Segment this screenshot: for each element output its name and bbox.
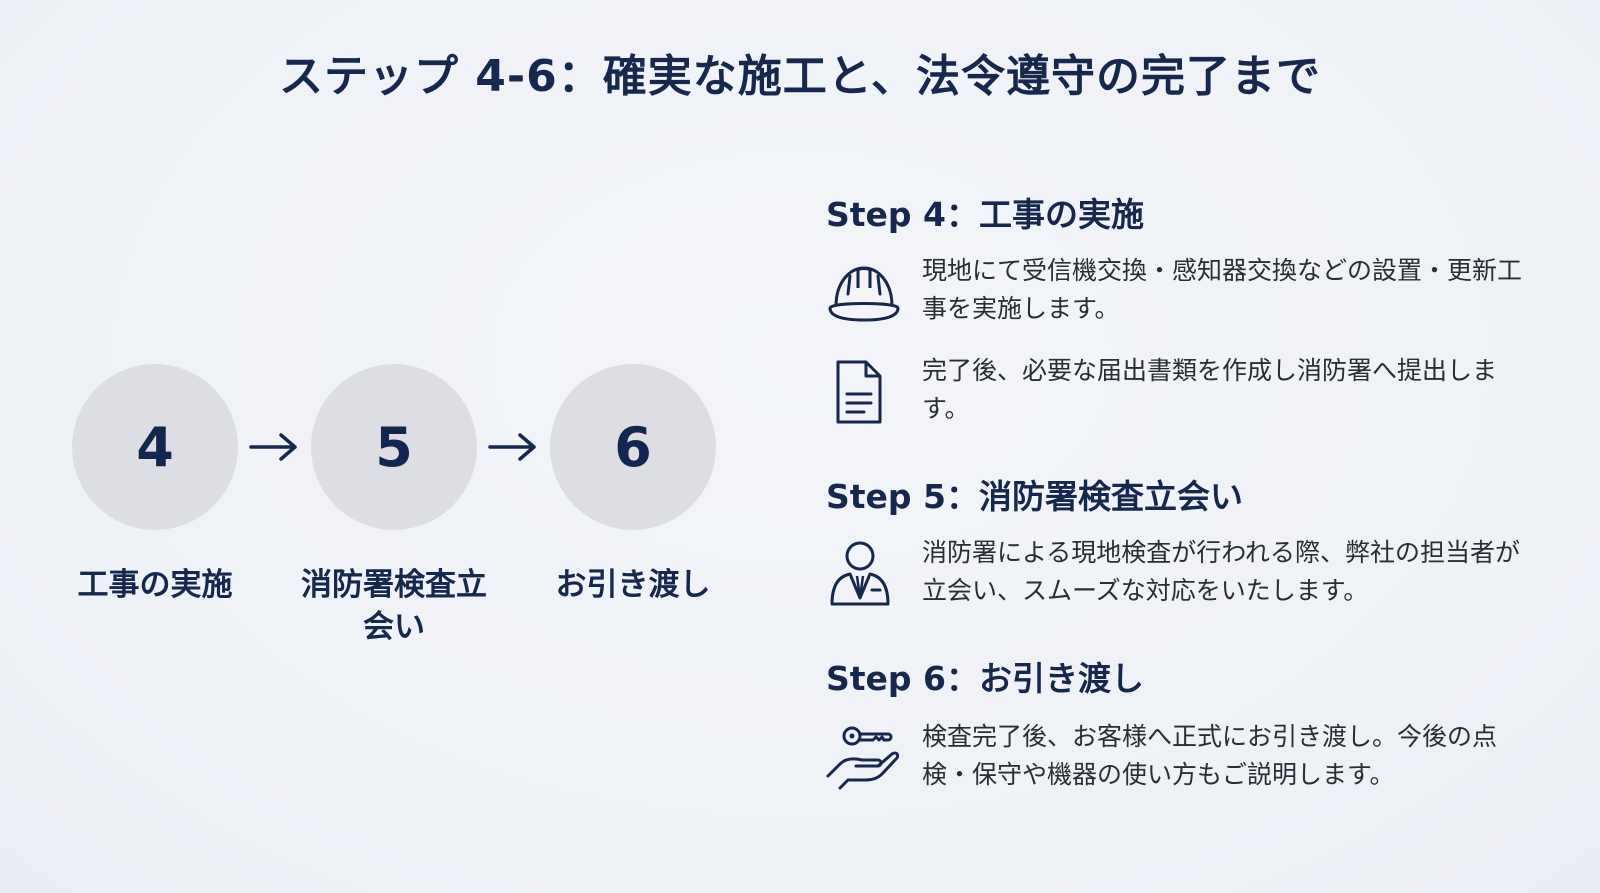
- document-icon: [826, 358, 902, 434]
- step-circle-6: 6: [550, 364, 716, 530]
- step-label-4: 工事の実施: [77, 567, 233, 603]
- step-number: 4: [136, 415, 174, 479]
- process-flow: 4 5 6 工事の実施 消防署検査立会い お引き渡し: [72, 364, 732, 664]
- step-4-install-text: 現地にて受信機交換・感知器交換などの設置・更新工事を実施します。: [922, 256, 1523, 323]
- step-5-inspection-text: 消防署による現地検査が行われる際、弊社の担当者が立会い、スムーズな対応をいたしま…: [922, 538, 1521, 605]
- slide-title: ステップ 4-6：確実な施工と、法令遵守の完了まで: [278, 51, 1322, 102]
- step-number: 5: [375, 415, 413, 479]
- step-4-item-documents: 完了後、必要な届出書類を作成し消防署へ提出します。: [826, 356, 1526, 438]
- step-4-heading: Step 4：工事の実施: [826, 195, 1144, 234]
- step-4-documents-text: 完了後、必要な届出書類を作成し消防署へ提出します。: [922, 356, 1498, 423]
- step-6-heading: Step 6：お引き渡し: [826, 659, 1144, 698]
- step-label-5: 消防署検査立会い: [301, 567, 487, 645]
- step-circle-5: 5: [311, 364, 477, 530]
- arrow-right-icon: [247, 422, 301, 472]
- hard-hat-icon: [826, 258, 902, 334]
- step-5-heading: Step 5：消防署検査立会い: [826, 477, 1243, 516]
- step-4-item-install: 現地にて受信機交換・感知器交換などの設置・更新工事を実施します。: [826, 256, 1526, 338]
- arrow-right-icon: [486, 422, 540, 472]
- step-label-6: お引き渡し: [555, 567, 711, 603]
- step-circle-4: 4: [72, 364, 238, 530]
- person-suit-icon: [826, 540, 902, 616]
- step-5-item-inspection: 消防署による現地検査が行われる際、弊社の担当者が立会い、スムーズな対応をいたしま…: [826, 538, 1526, 620]
- key-hand-icon: [826, 724, 902, 800]
- step-6-item-handover: 検査完了後、お客様へ正式にお引き渡し。今後の点検・保守や機器の使い方もご説明しま…: [826, 722, 1526, 804]
- step-number: 6: [614, 415, 652, 479]
- step-6-handover-text: 検査完了後、お客様へ正式にお引き渡し。今後の点検・保守や機器の使い方もご説明しま…: [922, 722, 1498, 789]
